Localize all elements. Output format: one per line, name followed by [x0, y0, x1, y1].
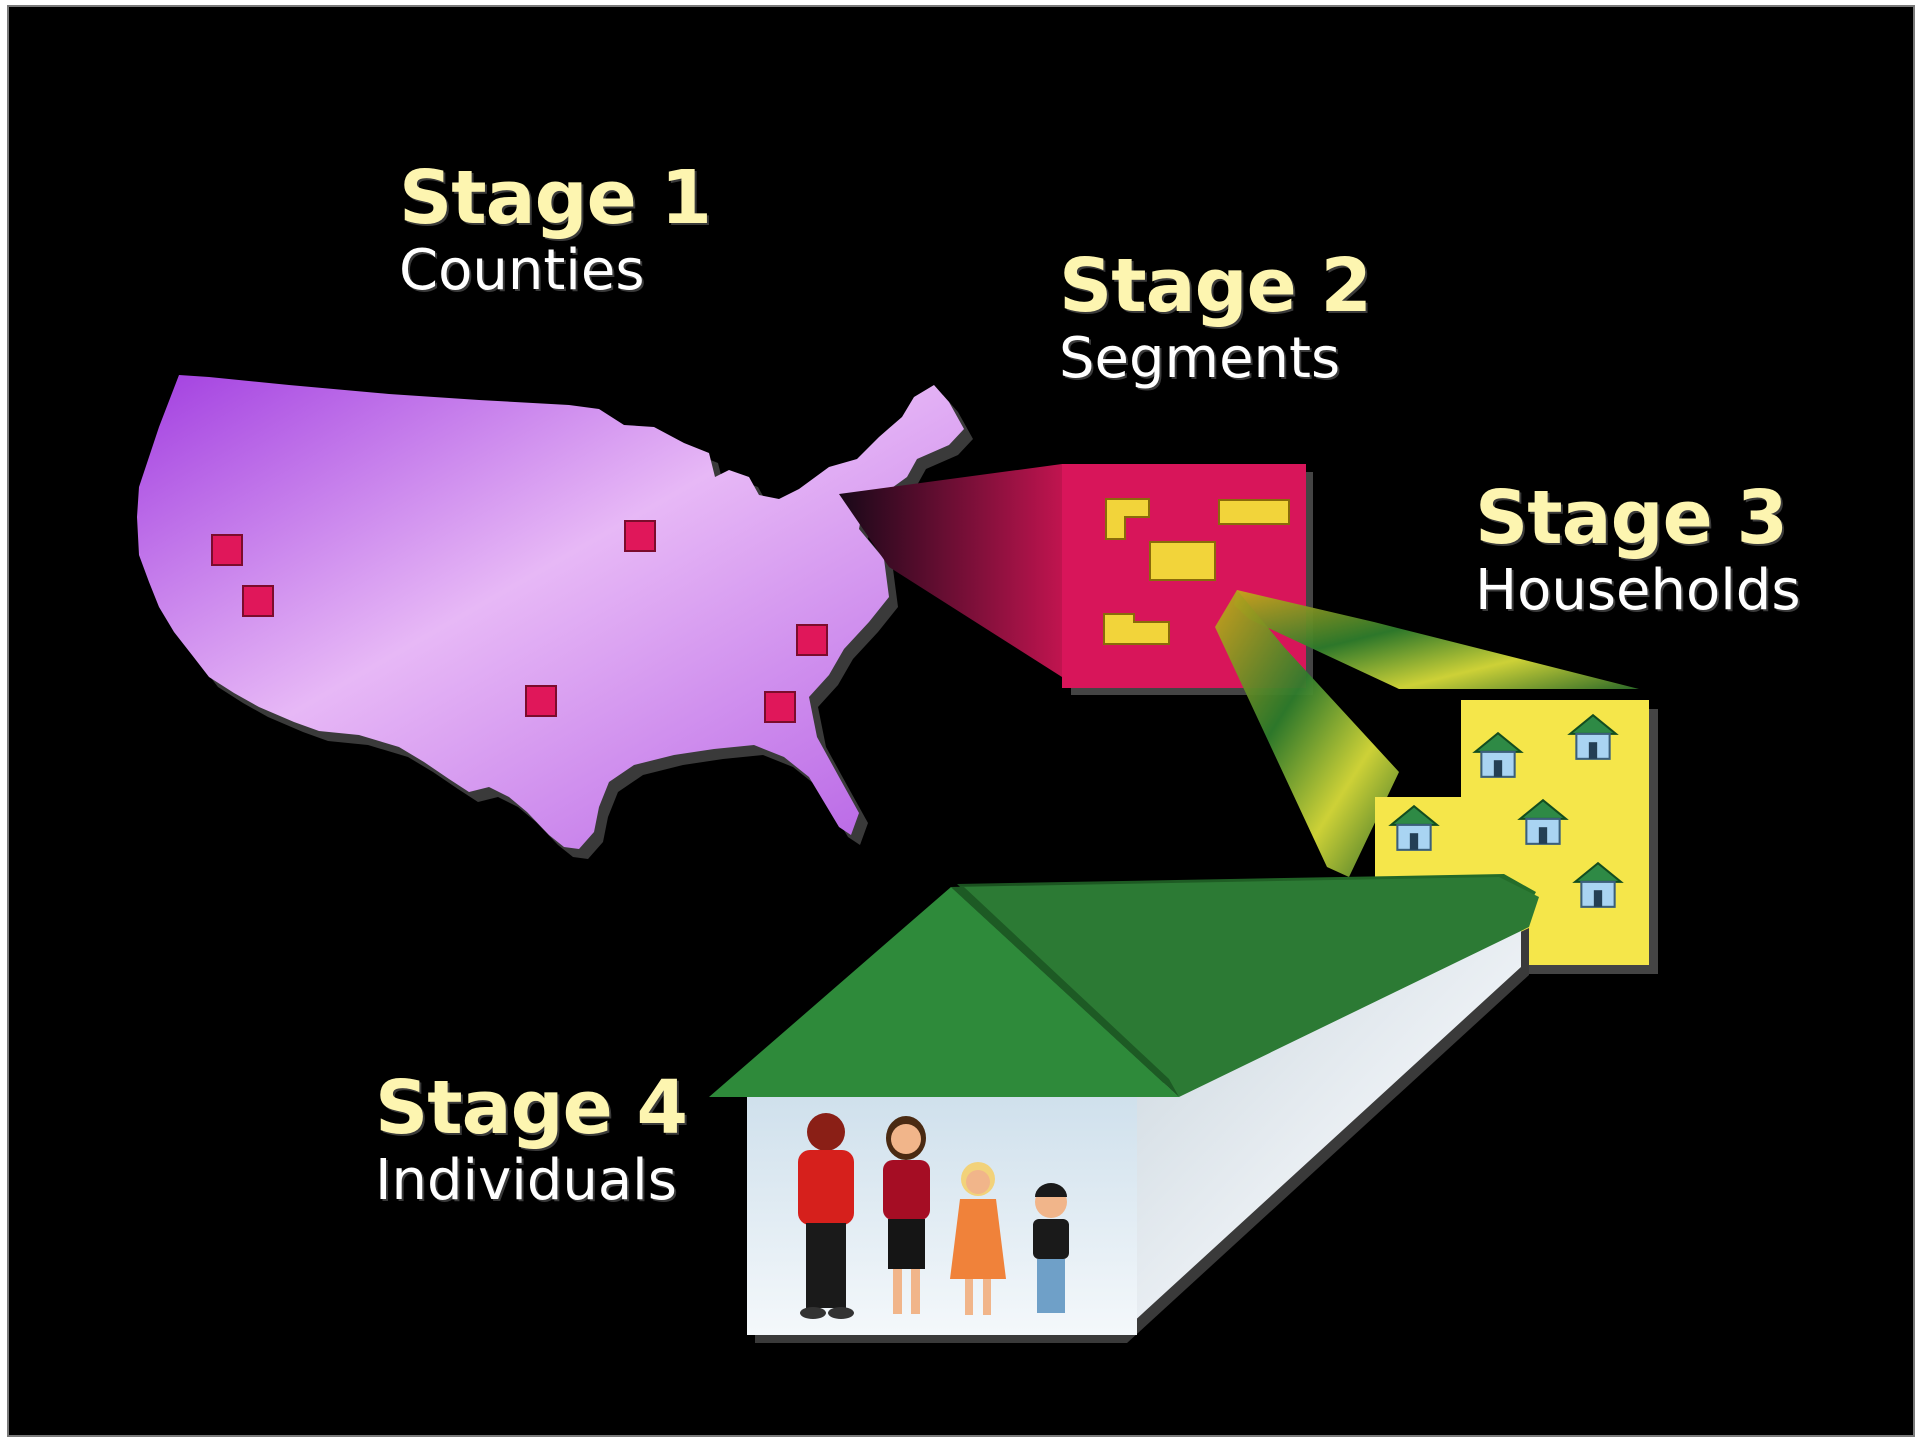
diagram-panel: Stage 1 Counties Stage 2 Segments Stage … [7, 5, 1915, 1437]
girl-figure [950, 1162, 1006, 1315]
man-figure [798, 1113, 854, 1319]
stage-1-subtitle: Counties [399, 237, 645, 303]
woman-figure [883, 1116, 930, 1314]
stages-illustration [137, 375, 1658, 1343]
family-figures [798, 1113, 1069, 1319]
stage-3-label: Stage 3 Households [1475, 477, 1801, 623]
stage-4-label: Stage 4 Individuals [375, 1065, 688, 1213]
boy-figure [1033, 1183, 1069, 1313]
zoom-beam-2 [1234, 590, 1639, 689]
stage-4-subtitle: Individuals [375, 1147, 677, 1213]
stage-3-title: Stage 3 [1475, 475, 1788, 561]
stage-1-label: Stage 1 Counties [399, 155, 712, 303]
stage-2-label: Stage 2 Segments [1059, 243, 1372, 391]
stage-2-subtitle: Segments [1059, 325, 1341, 391]
stage-4-title: Stage 4 [375, 1065, 688, 1151]
county-markers [211, 520, 828, 723]
stage-1-title: Stage 1 [399, 155, 712, 241]
zoom-beam-1 [839, 464, 1062, 677]
house-with-family-icon [709, 874, 1539, 1343]
stage-2-title: Stage 2 [1059, 243, 1372, 329]
us-map-icon [137, 375, 973, 859]
stage-3-subtitle: Households [1475, 557, 1801, 623]
